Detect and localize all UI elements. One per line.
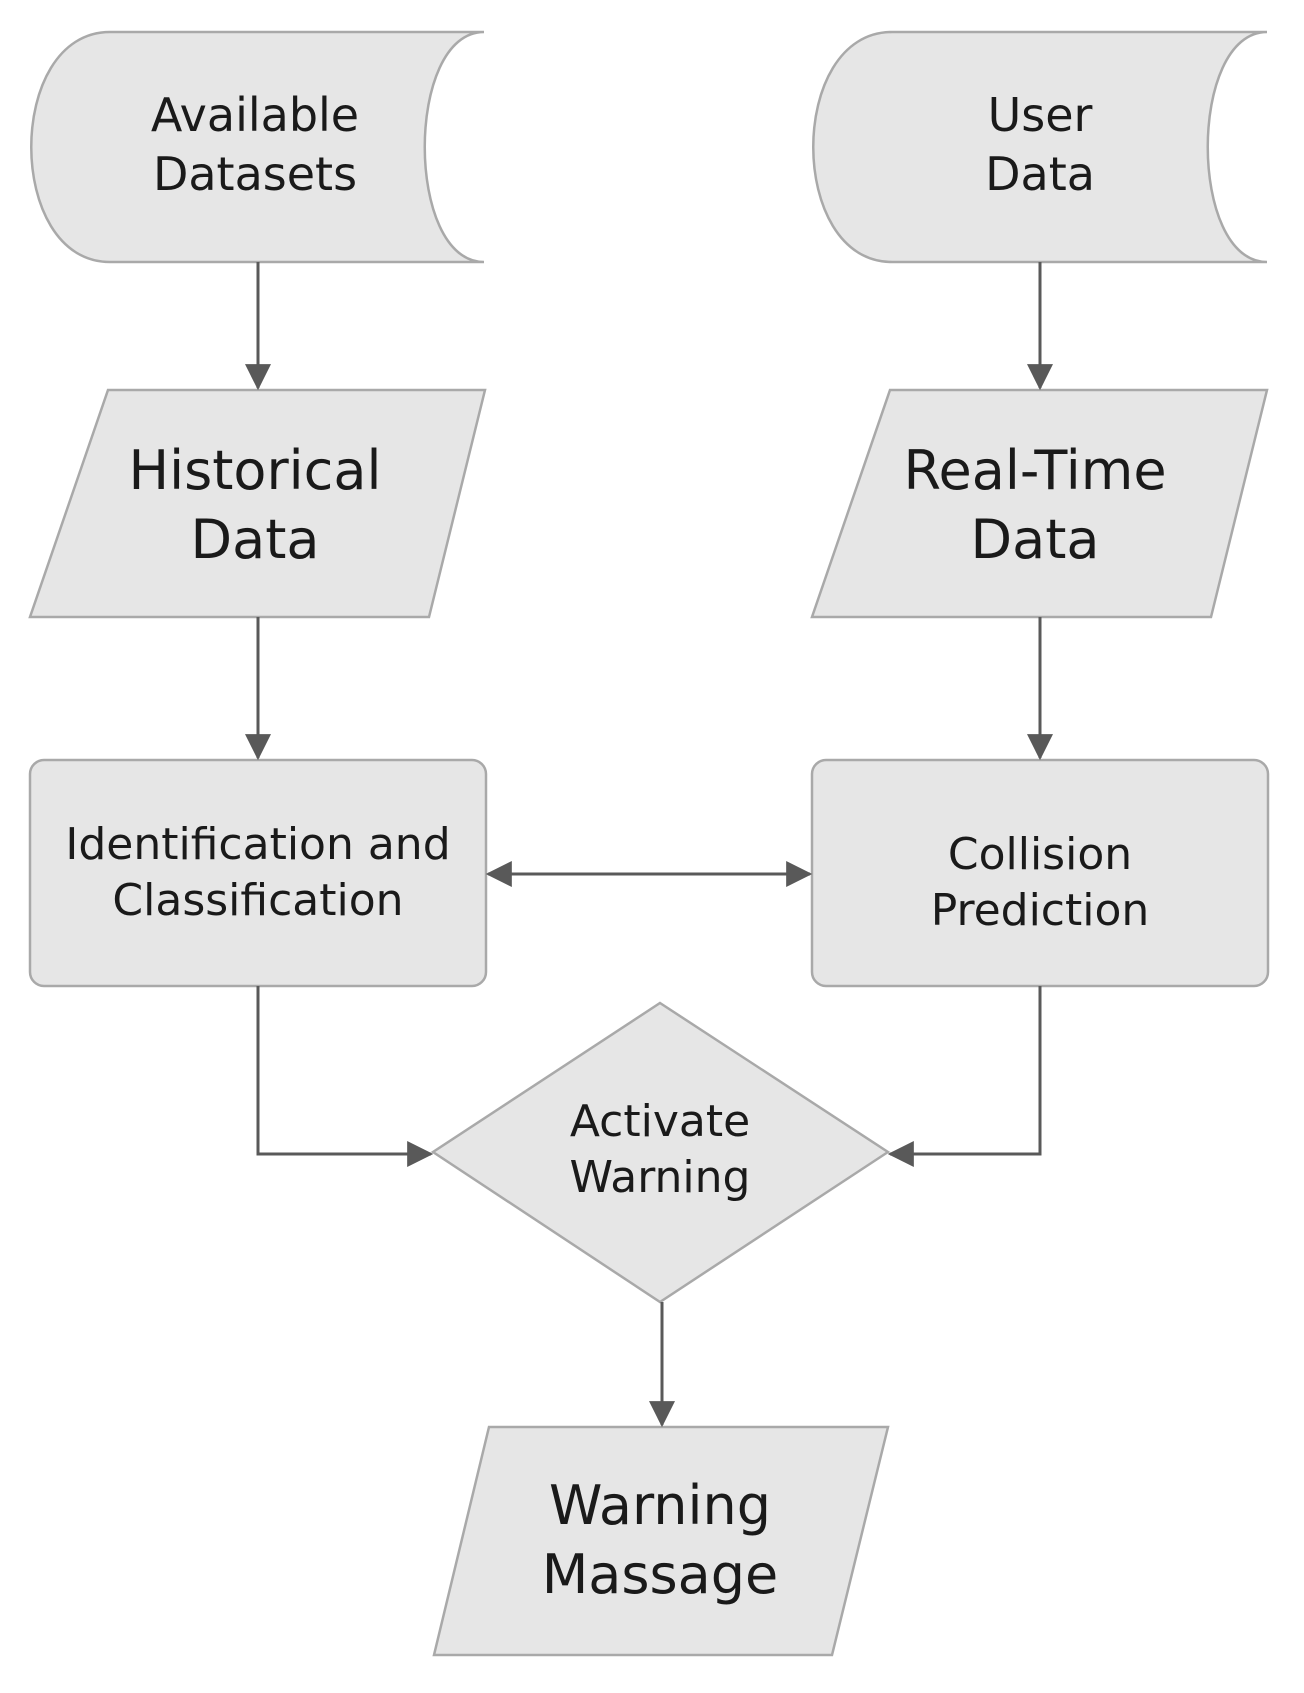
- real-time-data-shape: [810, 388, 1269, 619]
- connector-identification-to-warning: [256, 986, 434, 1167]
- user-data-shape: [812, 30, 1268, 264]
- connector-collision-to-warning: [887, 986, 1042, 1167]
- available-datasets-shape: [30, 30, 485, 264]
- activate-warning-shape: [430, 1001, 891, 1304]
- identification-classification-shape: [28, 758, 488, 988]
- warning-message-shape: [432, 1425, 890, 1657]
- collision-prediction-shape: [810, 758, 1270, 988]
- historical-data-shape: [28, 388, 487, 619]
